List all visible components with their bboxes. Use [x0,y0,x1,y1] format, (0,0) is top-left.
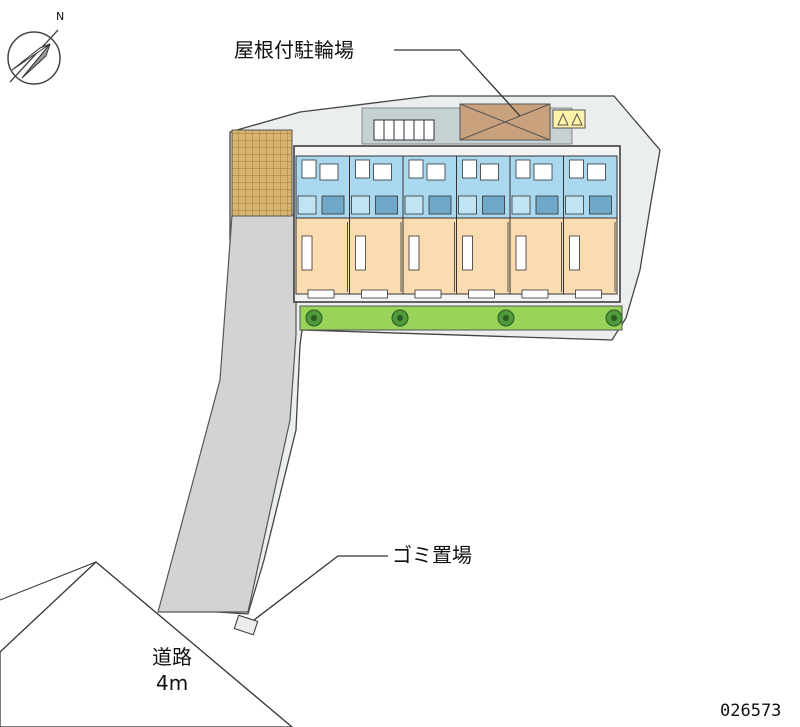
tree-icon [305,309,323,327]
bike-parking-leader [394,49,521,117]
road-edge [0,561,97,601]
unit-4 [456,155,511,299]
trees-group [305,309,623,327]
unit-6 [563,155,618,299]
unit-1 [295,155,350,299]
stairs [373,119,435,141]
garbage-label: ゴミ置場 [392,543,472,567]
north-label: N [56,10,64,23]
garbage-leader [253,555,388,621]
tree-icon [497,309,515,327]
property-code: 026573 [720,701,781,721]
road-width-label: 4m [156,671,188,695]
units-group [295,155,618,299]
bike-parking-label: 屋根付駐輪場 [234,38,354,62]
public-road [0,561,294,727]
compass-icon: N [7,10,64,85]
tree-icon [605,309,623,327]
greenery-strip [299,305,623,331]
hazard-signs [552,109,586,129]
road-name-label: 道路 [152,645,192,669]
driveway [157,214,297,613]
unit-3 [402,155,457,299]
garbage-area [233,614,259,636]
tree-icon [391,309,409,327]
lattice-area [231,129,293,217]
unit-5 [509,155,564,299]
unit-2 [349,155,404,299]
bike-parking-roof [459,103,551,141]
